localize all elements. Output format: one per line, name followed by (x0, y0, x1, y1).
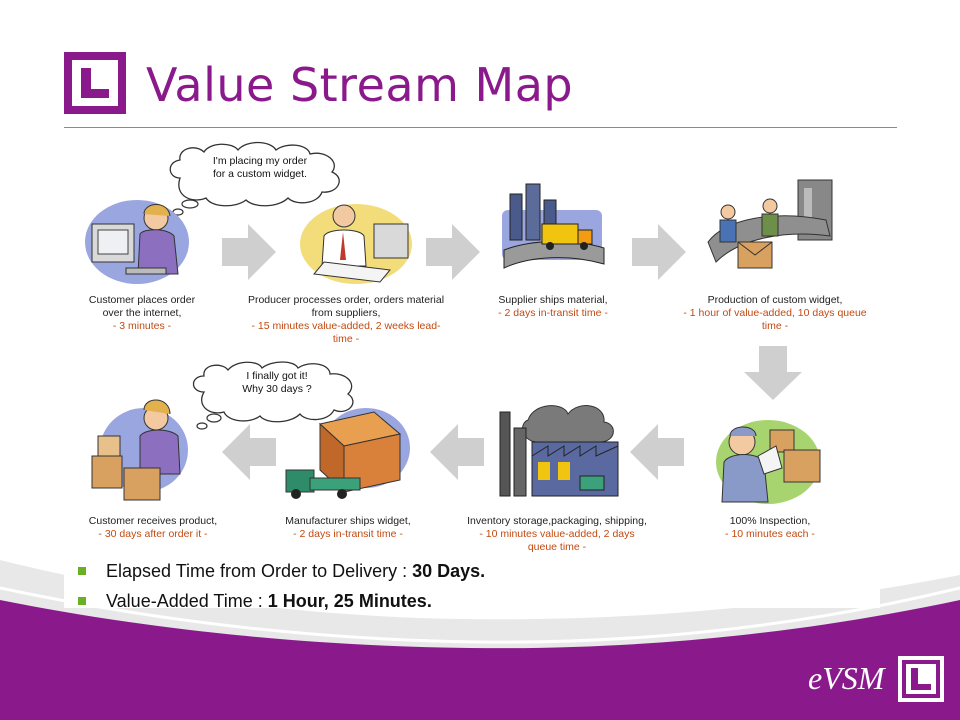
arrow-right-2-icon (426, 224, 480, 280)
arrow-down-icon (744, 346, 802, 400)
evsm-logo-icon (64, 52, 126, 114)
bubble-bottom-text: I finally got it! Why 30 days ? (242, 370, 312, 395)
diagram-panel (64, 134, 880, 608)
page-title: Value Stream Map (146, 58, 574, 112)
bullet-square-icon (78, 567, 86, 575)
customer-computer-icon (85, 200, 189, 284)
arrow-right-1-icon (222, 224, 276, 280)
step-caption-inspection: 100% Inspection, - 10 minutes each - (725, 515, 815, 540)
customer-boxes-icon (91, 399, 188, 501)
bullet-square-icon (78, 597, 86, 605)
arrow-right-3-icon (632, 224, 686, 280)
summary-list: Elapsed Time from Order to Delivery : 30… (78, 556, 485, 616)
step-caption-producer: Producer processes order, orders materia… (247, 294, 445, 345)
step-caption-inventory: Inventory storage,packaging, shipping, -… (467, 515, 647, 553)
step-caption-customer-receives: Customer receives product, - 30 days aft… (88, 515, 218, 540)
title-divider (64, 127, 897, 128)
thought-bubble-top (169, 141, 340, 216)
bubble-top-text: I'm placing my order for a custom widget… (212, 155, 308, 180)
arrow-left-1-icon (630, 424, 684, 480)
step-caption-production: Production of custom widget, - 1 hour of… (683, 294, 867, 332)
summary-elapsed: Elapsed Time from Order to Delivery : 30… (78, 556, 485, 586)
brand-wordmark: eVSM (808, 660, 885, 696)
inspection-worker-icon (716, 420, 821, 504)
factory-icon (499, 405, 619, 497)
arrow-left-3-icon (222, 424, 276, 480)
summary-value-added: Value-Added Time : 1 Hour, 25 Minutes. (78, 586, 485, 616)
arrow-left-2-icon (430, 424, 484, 480)
manufacturer-truck-icon (285, 408, 410, 499)
step-caption-manufacturer-ships: Manufacturer ships widget, - 2 days in-t… (285, 515, 411, 540)
producer-desk-icon (300, 204, 412, 284)
evsm-footer-logo-icon (898, 656, 944, 702)
thought-bubble-bottom (192, 361, 354, 430)
production-worker-icon (707, 179, 833, 269)
step-caption-supplier: Supplier ships material, - 2 days in-tra… (498, 294, 608, 319)
supplier-truck-icon (502, 183, 605, 269)
step-caption-customer-order: Customer places order over the internet,… (88, 294, 196, 332)
